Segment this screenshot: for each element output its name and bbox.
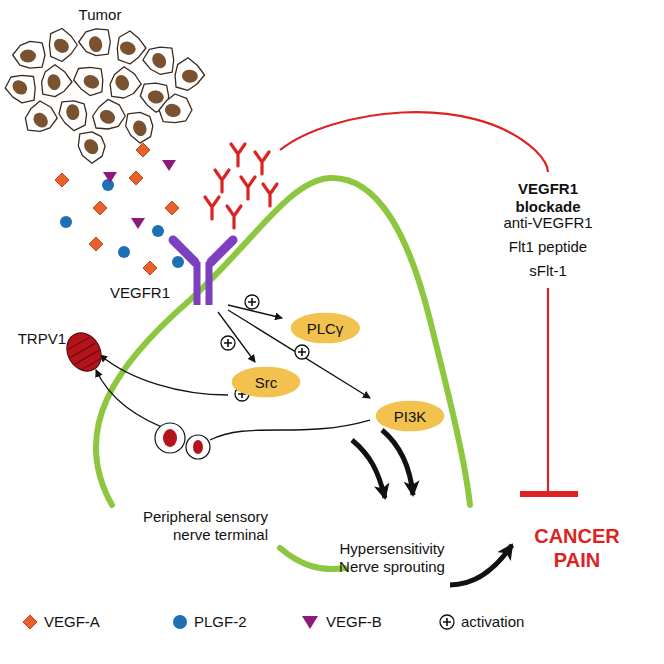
ligands — [55, 143, 184, 275]
outcome-label: CANCER PAIN — [512, 524, 642, 572]
legend-label: VEGF-B — [326, 613, 382, 631]
legend-label: activation — [461, 613, 524, 631]
node-label: PLCγ — [307, 320, 344, 337]
trpv1-channel — [60, 327, 108, 378]
text-label: Hypersensitivity Nerve sprouting — [322, 540, 462, 576]
signal-ellipse: Src — [231, 366, 301, 398]
inhibition-bar — [520, 491, 578, 497]
legend-swatch — [23, 615, 37, 629]
legend-swatch — [173, 615, 187, 629]
nerve-membrane — [96, 178, 470, 505]
legend-swatch — [302, 616, 318, 629]
text-label: sFlt-1 — [490, 262, 606, 280]
vegfr1-receptor — [173, 240, 233, 305]
text-label: VEGFR1 blockade — [498, 180, 598, 216]
legend-swatch — [440, 615, 454, 629]
node-label: Src — [255, 374, 278, 391]
tumor-cells — [5, 29, 204, 164]
text-label: TRPV1 — [8, 330, 66, 348]
text-label: anti-VEGFR1 — [490, 214, 606, 232]
signal-ellipse: PLCγ — [290, 312, 361, 344]
blockade-line — [547, 288, 549, 494]
blockade-line — [280, 112, 548, 172]
outcome-arrow — [450, 545, 512, 585]
outcome-arrow — [382, 430, 413, 495]
node-label: PI3K — [394, 408, 427, 425]
signal-ellipse: PI3K — [375, 400, 445, 432]
text-label: VEGFR1 — [100, 284, 170, 302]
nerve-membrane — [280, 548, 345, 569]
legend-label: PLGF-2 — [194, 613, 247, 631]
outcome-arrow — [352, 440, 385, 498]
legend-label: VEGF-A — [44, 613, 100, 631]
text-label: Flt1 peptide — [490, 238, 606, 256]
text-label: Peripheral sensory nerve terminal — [108, 508, 268, 544]
activation-arrows — [96, 305, 370, 440]
text-label: Tumor — [70, 6, 130, 24]
anti-vegfr1-antibodies — [205, 144, 277, 228]
trpv1-vesicles — [155, 423, 210, 459]
